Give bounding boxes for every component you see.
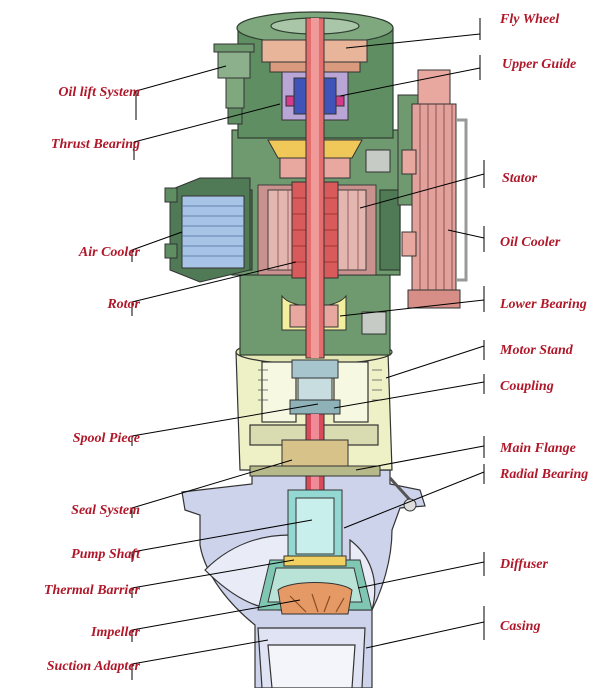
oil-lift-system-part	[213, 43, 255, 125]
label-air-cooler: Air Cooler	[78, 245, 141, 260]
motor-shaft	[305, 17, 325, 359]
motor-side-valve	[361, 149, 391, 335]
label-coupling: Coupling	[500, 379, 554, 394]
label-spool-piece: Spool Piece	[73, 431, 140, 446]
label-rotor: Rotor	[106, 297, 140, 312]
leader-lines	[131, 18, 485, 680]
label-motor-stand: Motor Stand	[499, 343, 574, 358]
label-fly-wheel: Fly Wheel	[499, 12, 559, 27]
label-main-flange: Main Flange	[499, 441, 576, 456]
impeller-part	[277, 582, 353, 615]
label-radial-bearing: Radial Bearing	[499, 467, 588, 482]
label-pump-shaft: Pump Shaft	[71, 547, 141, 562]
label-oil-cooler: Oil Cooler	[500, 235, 561, 250]
label-casing: Casing	[500, 619, 540, 634]
label-stator: Stator	[502, 171, 538, 186]
main-flange-part	[249, 465, 417, 512]
label-impeller: Impeller	[90, 625, 141, 640]
label-seal-system: Seal System	[71, 503, 140, 518]
oil-cooler-part	[397, 69, 468, 309]
label-oil-lift-system: Oil lift System	[58, 85, 140, 100]
label-upper-guide: Upper Guide	[502, 57, 576, 72]
air-cooler-part	[164, 177, 251, 283]
label-suction-adapter: Suction Adapter	[47, 659, 141, 674]
labels-left: Oil lift System Thrust Bearing Air Coole…	[44, 85, 141, 674]
coupling-part	[289, 359, 341, 415]
label-thermal-barrier: Thermal Barrier	[44, 583, 141, 598]
seal-system-part	[281, 439, 349, 561]
label-diffuser: Diffuser	[499, 557, 549, 572]
thermal-barrier-part	[283, 555, 347, 567]
label-thrust-bearing: Thrust Bearing	[51, 137, 140, 152]
label-lower-bearing: Lower Bearing	[499, 297, 587, 312]
labels-right: Fly Wheel Upper Guide Stator Oil Cooler …	[499, 12, 588, 634]
